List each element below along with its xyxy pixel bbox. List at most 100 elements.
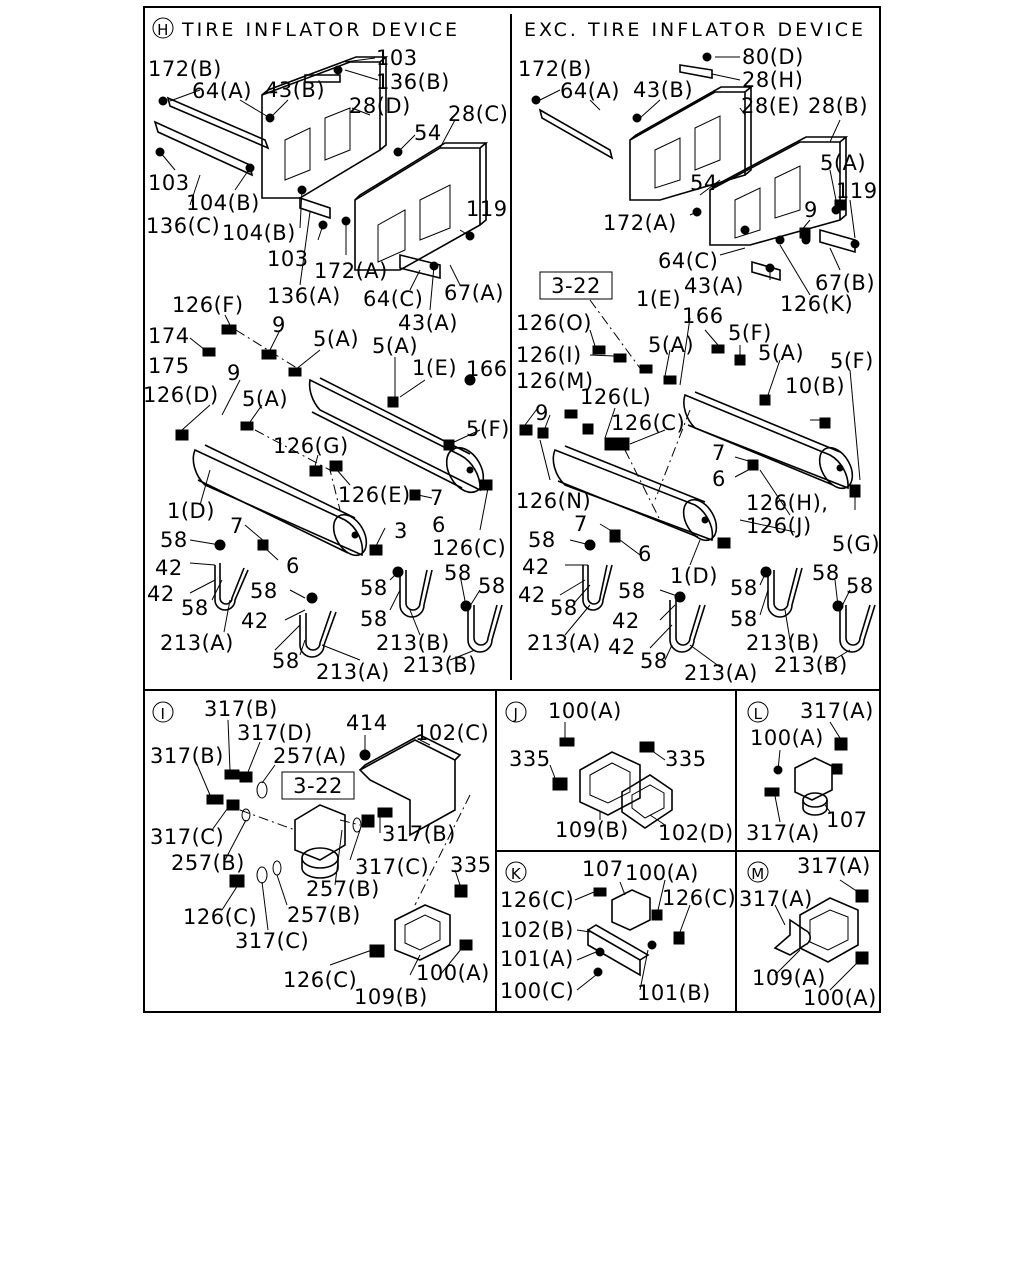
part-label: 126(C) <box>183 905 257 929</box>
boxed-ref-i: 3-22 <box>281 771 355 800</box>
part-label: 126(C) <box>500 888 574 912</box>
leader-lines-m <box>774 879 861 991</box>
part-label: 172(A) <box>314 259 388 283</box>
part-label: 317(A) <box>739 887 813 911</box>
part-label: 126(C) <box>611 411 685 435</box>
part-label: 5(F) <box>830 349 874 373</box>
part-label: 257(B) <box>287 903 361 927</box>
air-line-i <box>239 794 471 906</box>
bracket-102c <box>358 734 462 837</box>
leader-lines-h <box>159 57 489 661</box>
part-label: 213(B) <box>774 653 848 677</box>
part-label: 58 <box>846 574 874 598</box>
panel-m-badge: M <box>747 861 769 883</box>
part-label: 213(B) <box>376 631 450 655</box>
part-label: 9 <box>535 401 549 425</box>
panel-h-title: TIRE INFLATOR DEVICE <box>181 19 460 41</box>
part-label: 43(A) <box>398 311 458 335</box>
part-label: 172(B) <box>518 57 592 81</box>
part-label: 10(B) <box>785 374 845 398</box>
part-label: 28(D) <box>349 94 411 118</box>
part-label: 126(N) <box>516 489 591 513</box>
part-label: 172(B) <box>148 57 222 81</box>
part-label: 54 <box>690 171 718 195</box>
part-label: 6 <box>638 542 652 566</box>
panel-k-badge-letter: K <box>511 865 522 883</box>
part-label: 67(B) <box>815 271 875 295</box>
part-label: 126(C) <box>283 968 357 992</box>
boxed-ref-exc: 3-22 <box>539 271 613 300</box>
part-label: 136(B) <box>376 70 450 94</box>
part-label: 126(M) <box>516 369 594 393</box>
part-label: 213(B) <box>746 631 820 655</box>
part-label: 100(C) <box>500 979 574 1003</box>
part-label: 213(B) <box>403 653 477 677</box>
part-label: 9 <box>804 198 818 222</box>
panel-m: M 317(A) 317(A) 109(A) 100(A) <box>739 854 877 1010</box>
part-label: 1(D) <box>670 564 718 588</box>
part-label: 107 <box>582 857 624 881</box>
part-label: 317(B) <box>204 697 278 721</box>
part-label: 104(B) <box>186 191 260 215</box>
part-label: 58 <box>250 579 278 603</box>
part-label: 257(B) <box>171 851 245 875</box>
part-label: 213(A) <box>684 661 758 685</box>
part-label: 43(B) <box>633 78 693 102</box>
part-label: 58 <box>618 579 646 603</box>
part-label: 213(A) <box>316 660 390 684</box>
part-label: 7 <box>230 514 244 538</box>
part-label: 9 <box>272 313 286 337</box>
part-label: 335 <box>509 747 551 771</box>
part-label: 335 <box>450 853 492 877</box>
part-label: 126(I) <box>516 343 582 367</box>
air-tank-exc-1e <box>683 391 854 490</box>
part-label: 43(B) <box>265 78 325 102</box>
panel-h-labels: 103 136(B) 172(B) 64(A) 43(B) 28(D) 28(C… <box>143 46 510 684</box>
part-label: 335 <box>665 747 707 771</box>
part-label: 5(F) <box>466 417 510 441</box>
part-label: 126(K) <box>780 292 853 316</box>
part-label: 126(E) <box>338 483 411 507</box>
part-label: 317(A) <box>746 821 820 845</box>
part-label: 109(B) <box>555 818 629 842</box>
part-label: 3 <box>394 519 408 543</box>
part-label: 414 <box>346 711 388 735</box>
part-label: 42 <box>518 583 546 607</box>
part-label: 58 <box>272 649 300 673</box>
panel-i: I <box>150 697 492 1009</box>
part-label: 126(D) <box>143 383 219 407</box>
part-label: 100(A) <box>416 961 490 985</box>
panel-l-labels: 317(A) 100(A) 107 317(A) <box>746 699 873 845</box>
mounting-bracket-left <box>261 56 389 199</box>
part-label: 64(A) <box>560 79 620 103</box>
part-label: 100(A) <box>625 861 699 885</box>
part-label: 5(A) <box>313 327 359 351</box>
part-label: 103 <box>267 247 309 271</box>
part-label: 100(A) <box>803 986 877 1010</box>
part-label: 42 <box>147 582 175 606</box>
leader-lines-j <box>549 722 666 826</box>
part-label: 58 <box>528 528 556 552</box>
panel-j-badge-letter: J <box>513 705 519 723</box>
part-label: 174 <box>148 324 190 348</box>
part-label: 7 <box>430 486 444 510</box>
air-line-exc <box>589 299 691 521</box>
panel-k-labels: 107 100(A) 126(C) 126(C) 102(B) 101(A) 1… <box>500 857 736 1005</box>
part-label: 136(A) <box>267 284 341 308</box>
part-label: 126(H), <box>746 491 828 515</box>
part-label: 126(C) <box>432 536 506 560</box>
part-label: 257(A) <box>273 744 347 768</box>
panel-i-badge: I <box>152 701 174 723</box>
part-label: 1(E) <box>636 287 681 311</box>
mounting-bracket-exc-right <box>709 136 849 246</box>
part-label: 42 <box>522 555 550 579</box>
part-label: 5(A) <box>372 334 418 358</box>
air-tank-1d <box>192 444 368 557</box>
part-label: 1(D) <box>167 499 215 523</box>
panel-j: J 100(A) 335 335 109(B) 102(D) <box>505 699 733 845</box>
part-label: 58 <box>444 561 472 585</box>
part-label: 126(O) <box>516 311 592 335</box>
part-label: 102(C) <box>415 721 489 745</box>
part-label: 42 <box>612 609 640 633</box>
fittings-i <box>206 749 473 958</box>
